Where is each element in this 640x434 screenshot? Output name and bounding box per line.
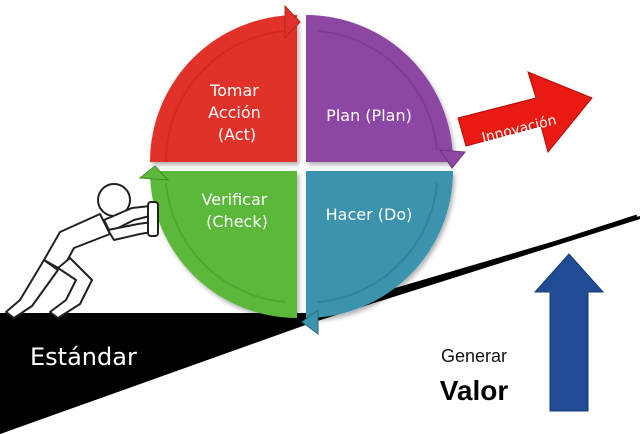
innovation-arrow-icon: Innovación [457,71,593,154]
act-arrowhead-icon [284,4,301,40]
do-quadrant [306,171,453,318]
standard-wedge [0,313,300,434]
value-title: Valor [440,375,509,406]
do-inner-rim [317,182,438,303]
do-label: Hacer (Do) [326,205,413,224]
pdca-wheel [150,15,453,318]
check-label-line-1: Verificar [202,190,268,209]
check-inner-rim [165,182,286,303]
check-quadrant [150,171,297,318]
plan-label: Plan (Plan) [326,106,412,125]
check-label: Verificar (Check) [202,190,273,231]
plan-quadrant [306,15,453,162]
act-quadrant [150,15,297,162]
plan-arrowhead-icon [439,149,466,169]
standard-label: Estándar [30,343,137,371]
act-inner-rim [164,30,286,163]
do-arrowhead-icon [301,309,319,335]
value-caption: Generar [441,346,507,366]
person-pushing-icon [5,183,159,319]
act-label: Tomar Acción (Act) [208,81,266,144]
act-label-line-2: Acción [208,103,261,122]
value-arrow-icon [533,253,605,412]
plan-inner-rim [317,30,438,151]
check-arrowhead-icon [138,165,170,181]
check-label-line-2: (Check) [206,212,268,231]
act-label-line-3: (Act) [218,125,256,144]
act-label-line-1: Tomar [209,81,259,100]
